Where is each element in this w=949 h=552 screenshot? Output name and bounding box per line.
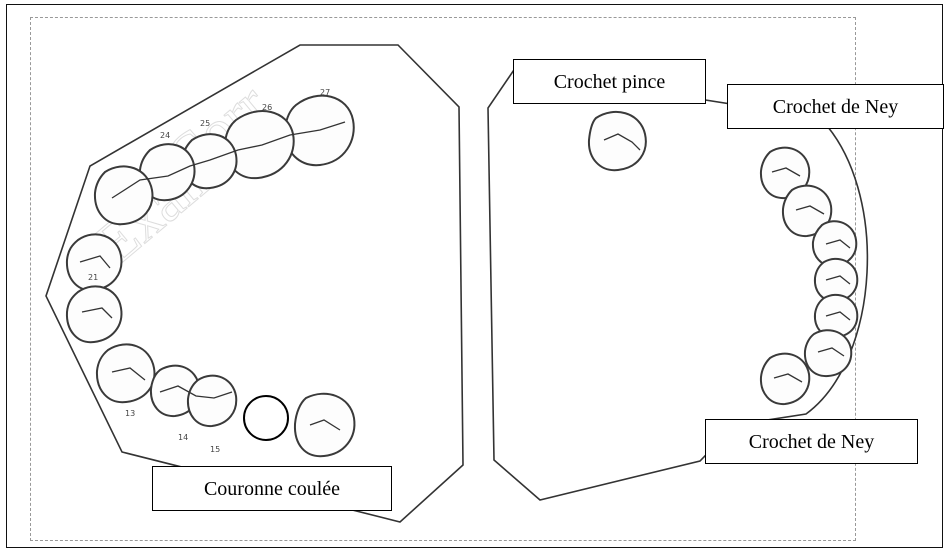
tooth-right-7	[759, 352, 811, 406]
fissure-right-arch	[603, 133, 851, 383]
left-arch-teeth	[65, 94, 356, 458]
tooth-right-6	[803, 329, 853, 378]
tooth-marker: 13	[125, 409, 135, 418]
left-model-outline	[45, 44, 464, 523]
tooth-right-isolated	[587, 110, 647, 172]
tooth-number-markers: 27 26 25 24 21 13 14 15	[88, 88, 330, 454]
tooth-marker: 15	[210, 445, 220, 454]
right-arch-teeth	[587, 110, 859, 406]
label-crochet-ney-bottom: Crochet de Ney	[705, 419, 918, 464]
fissure-side-row	[79, 255, 146, 381]
tooth-left-2	[223, 110, 295, 180]
tooth-right-1	[759, 146, 811, 200]
label-crochet-ney-top: Crochet de Ney	[727, 84, 944, 129]
tooth-marker: 25	[200, 119, 210, 128]
tooth-left-8	[95, 343, 156, 404]
cast-crown-circle	[243, 395, 289, 441]
outer-frame	[6, 4, 943, 548]
label-crochet-pince: Crochet pince	[513, 59, 706, 104]
fissure-lower-row	[159, 385, 341, 431]
tooth-right-2	[781, 184, 833, 238]
tooth-marker: 14	[178, 433, 188, 442]
tooth-left-10	[186, 374, 238, 428]
label-couronne-coulee: Couronne coulée	[152, 466, 392, 511]
tooth-marker: 27	[320, 88, 330, 97]
fissure-upper-row	[111, 121, 346, 199]
tooth-marker: 21	[88, 273, 98, 282]
tooth-left-11	[293, 392, 356, 458]
tooth-marker: 24	[160, 131, 170, 140]
tooth-marker: 26	[262, 103, 272, 112]
tooth-left-4	[138, 143, 196, 202]
tooth-left-7	[65, 285, 123, 344]
tooth-left-5	[93, 165, 154, 226]
